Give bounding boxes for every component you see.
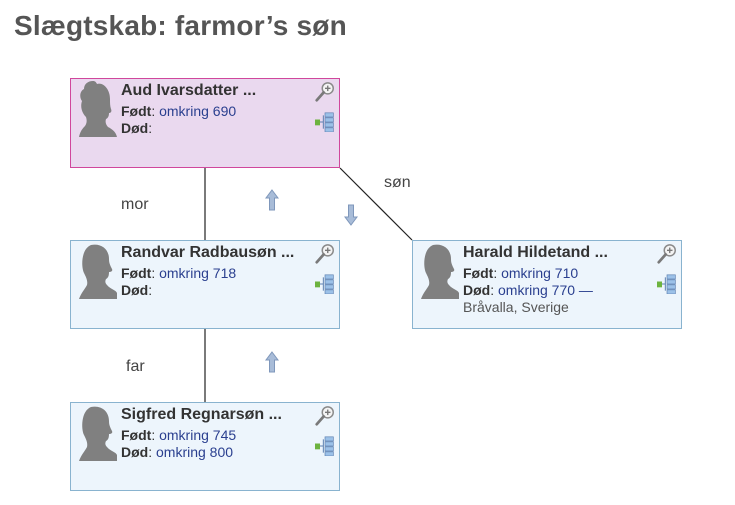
- born-value: omkring 710: [501, 265, 579, 281]
- person-name[interactable]: Aud Ivarsdatter ...: [121, 82, 257, 99]
- died-value: omkring 770 —: [498, 282, 593, 298]
- silhouette-icon: [419, 243, 459, 299]
- magnifier-icon[interactable]: [314, 243, 336, 265]
- magnifier-icon[interactable]: [314, 405, 336, 427]
- born-line: Født: omkring 718: [121, 265, 237, 281]
- born-line: Født: omkring 745: [121, 427, 237, 443]
- page-title: Slægtskab: farmor’s søn: [14, 10, 347, 41]
- silhouette-icon: [77, 405, 117, 461]
- relation-label-father: far: [126, 358, 145, 375]
- death-place: Bråvalla, Sverige: [463, 299, 569, 315]
- person-name[interactable]: Sigfred Regnarsøn ...: [121, 406, 282, 423]
- relation-label-son: søn: [384, 174, 411, 191]
- person-card-aud[interactable]: Aud Ivarsdatter ... Født: omkring 690 Dø…: [70, 78, 340, 168]
- died-line: Død:: [121, 120, 153, 136]
- person-name[interactable]: Randvar Radbausøn ...: [121, 244, 295, 261]
- family-tree-icon[interactable]: [657, 274, 677, 294]
- born-line: Født: omkring 690: [121, 103, 237, 119]
- died-line: Død: omkring 800: [121, 444, 234, 460]
- silhouette-icon: [77, 81, 117, 137]
- born-value: omkring 745: [159, 427, 237, 443]
- born-value: omkring 690: [159, 103, 237, 119]
- relation-label-mother: mor: [121, 196, 149, 213]
- person-card-harald[interactable]: Harald Hildetand ... Født: omkring 710 D…: [412, 240, 682, 329]
- born-value: omkring 718: [159, 265, 237, 281]
- arrow-up-icon[interactable]: [265, 189, 279, 211]
- person-card-sigfred[interactable]: Sigfred Regnarsøn ... Født: omkring 745 …: [70, 402, 340, 491]
- family-tree-icon[interactable]: [315, 112, 335, 132]
- died-line: Død:: [121, 282, 153, 298]
- magnifier-icon[interactable]: [314, 81, 336, 103]
- person-name[interactable]: Harald Hildetand ...: [463, 244, 608, 261]
- person-card-randvar[interactable]: Randvar Radbausøn ... Født: omkring 718 …: [70, 240, 340, 329]
- born-line: Født: omkring 710: [463, 265, 579, 281]
- died-line: Død: omkring 770 —: [463, 282, 593, 298]
- family-tree-icon[interactable]: [315, 274, 335, 294]
- arrow-up-icon[interactable]: [265, 351, 279, 373]
- died-value: omkring 800: [156, 444, 234, 460]
- magnifier-icon[interactable]: [656, 243, 678, 265]
- arrow-down-icon[interactable]: [344, 204, 358, 226]
- silhouette-icon: [77, 243, 117, 299]
- family-tree-icon[interactable]: [315, 436, 335, 456]
